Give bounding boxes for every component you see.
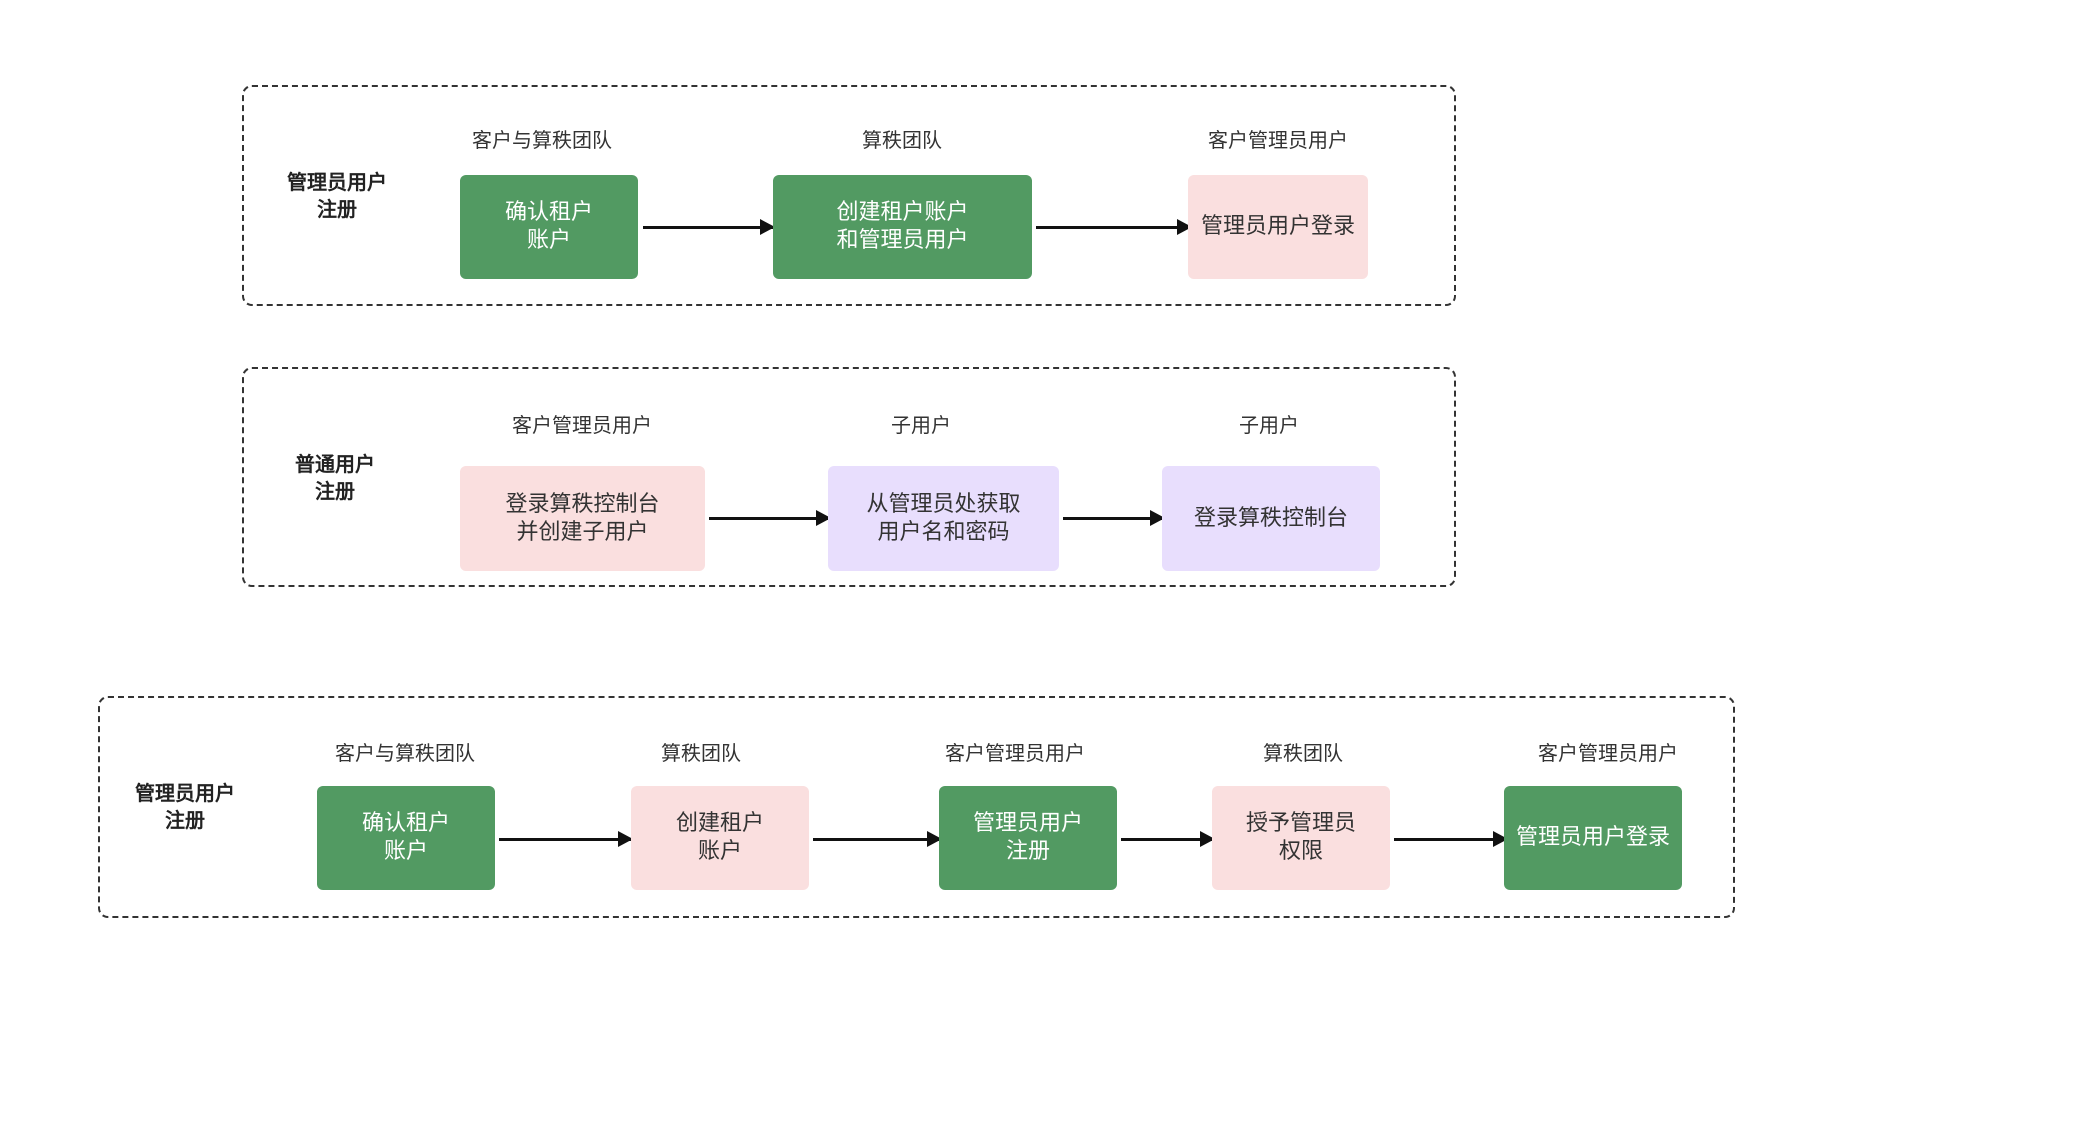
step-box: 确认租户 账户 — [317, 786, 495, 890]
group-user-registration — [242, 367, 1456, 587]
arrow — [813, 831, 942, 847]
actor-label: 算秩团队 — [1263, 741, 1343, 765]
arrow — [1394, 831, 1508, 847]
step-box: 登录算秩控制台 — [1162, 466, 1380, 571]
step-box: 管理员用户登录 — [1504, 786, 1682, 890]
actor-label: 客户管理员用户 — [512, 413, 652, 437]
group-admin-registration-detailed — [98, 696, 1735, 918]
actor-label: 子用户 — [891, 413, 951, 437]
actor-label: 客户与算秩团队 — [335, 741, 475, 765]
step-box: 创建租户 账户 — [631, 786, 809, 890]
step-box: 从管理员处获取 用户名和密码 — [828, 466, 1059, 571]
step-box: 创建租户账户 和管理员用户 — [773, 175, 1032, 279]
actor-label: 客户管理员用户 — [945, 741, 1085, 765]
actor-label: 客户管理员用户 — [1208, 128, 1348, 152]
step-box: 管理员用户 注册 — [939, 786, 1117, 890]
actor-label: 客户管理员用户 — [1538, 741, 1678, 765]
arrow — [499, 831, 633, 847]
arrow — [1121, 831, 1215, 847]
actor-label: 客户与算秩团队 — [472, 128, 612, 152]
group-title: 普通用户 注册 — [295, 452, 375, 503]
group-title: 管理员用户 注册 — [135, 781, 235, 832]
arrow — [643, 219, 775, 235]
step-box: 授予管理员 权限 — [1212, 786, 1390, 890]
group-title: 管理员用户 注册 — [287, 170, 387, 221]
step-box: 登录算秩控制台 并创建子用户 — [460, 466, 705, 571]
actor-label: 算秩团队 — [862, 128, 942, 152]
group-admin-registration — [242, 85, 1456, 306]
step-box: 管理员用户登录 — [1188, 175, 1368, 279]
arrow — [1036, 219, 1192, 235]
step-box: 确认租户 账户 — [460, 175, 638, 279]
arrow — [1063, 510, 1165, 526]
actor-label: 算秩团队 — [661, 741, 741, 765]
arrow — [709, 510, 831, 526]
actor-label: 子用户 — [1239, 413, 1299, 437]
